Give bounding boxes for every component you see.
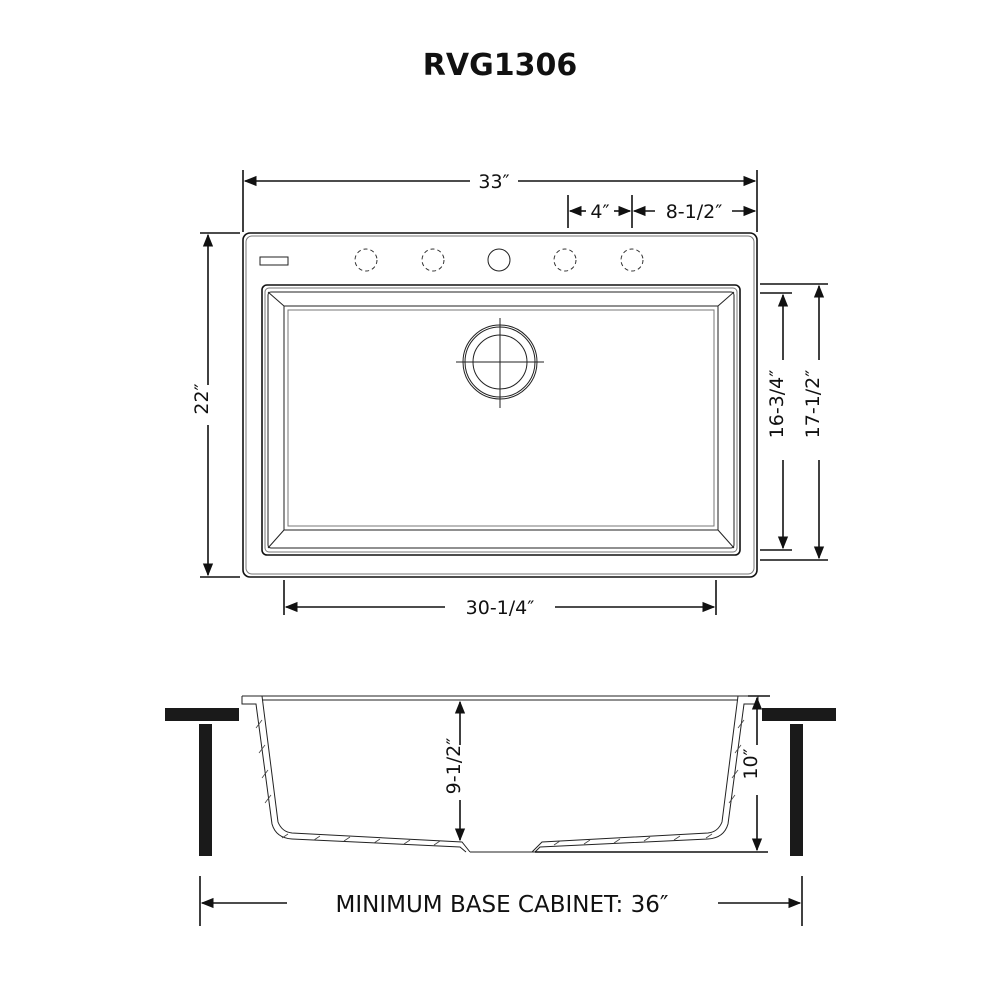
top-view: 33″ 4″ 8-1/2″ 22″ — [191, 170, 828, 619]
sink-outer-rim — [242, 232, 758, 578]
faucet-knockout-1 — [354, 248, 378, 272]
bowl-width-label: 30-1/4″ — [466, 597, 535, 619]
cabinet-wall-right — [790, 724, 803, 856]
overall-height-label: 10″ — [740, 748, 762, 779]
dimension-edge-to-hole: 8-1/2″ — [632, 201, 757, 223]
overall-depth-label: 22″ — [191, 383, 213, 414]
dimension-bowl-depth-outer: 17-1/2″ — [760, 283, 828, 561]
faucet-knockout-2 — [421, 248, 445, 272]
faucet-knockout-3 — [553, 248, 577, 272]
model-title: RVG1306 — [423, 48, 577, 83]
hole-spacing-label: 4″ — [590, 201, 609, 223]
overall-width-label: 33″ — [478, 171, 509, 193]
dimension-hole-spacing: 4″ — [567, 195, 633, 228]
dimension-overall-width: 33″ — [242, 170, 758, 232]
bowl-depth-outer-label: 17-1/2″ — [802, 370, 824, 439]
faucet-main-hole — [487, 248, 511, 272]
dimension-bowl-width: 30-1/4″ — [283, 580, 717, 619]
countertop-left — [165, 708, 239, 721]
overflow-slot — [259, 256, 289, 266]
side-view: 9-1/2″ 10″ MINIMUM BASE CABINET: 36″ — [165, 695, 836, 926]
drain-depth-label: 9-1/2″ — [443, 738, 465, 795]
faucet-knockout-4 — [620, 248, 644, 272]
dimension-drain-depth: 9-1/2″ — [443, 700, 466, 842]
cabinet-wall-left — [199, 724, 212, 856]
min-cabinet-label: MINIMUM BASE CABINET: 36″ — [336, 892, 669, 918]
countertop-right — [762, 708, 836, 721]
drain — [456, 318, 544, 408]
sink-bowl — [261, 284, 741, 556]
dimension-overall-height: 10″ — [740, 695, 770, 852]
dimension-min-cabinet: MINIMUM BASE CABINET: 36″ — [199, 876, 803, 926]
dimension-bowl-depth-inner: 16-3/4″ — [760, 292, 792, 551]
dimension-overall-depth: 22″ — [191, 232, 240, 578]
bowl-depth-inner-label: 16-3/4″ — [766, 370, 788, 439]
sink-profile — [241, 695, 768, 853]
edge-to-hole-label: 8-1/2″ — [666, 201, 723, 223]
